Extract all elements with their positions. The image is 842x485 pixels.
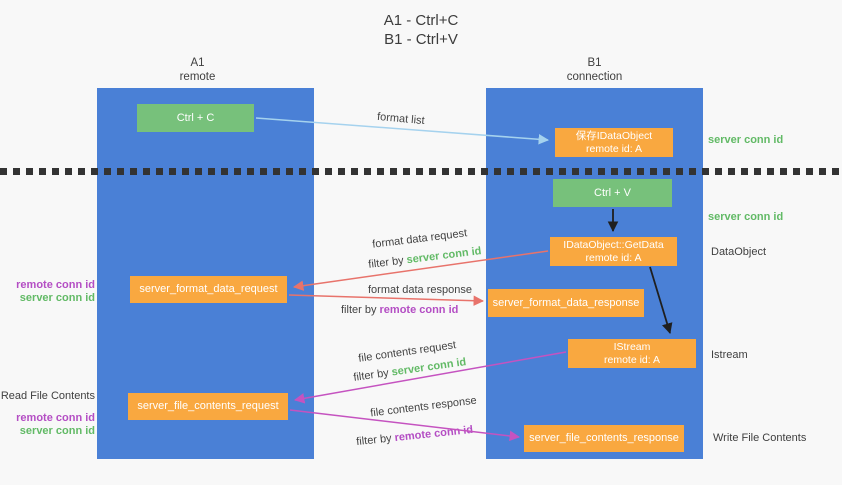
title-line-1: A1 - Ctrl+C (383, 12, 459, 29)
node-format-request-label: server_format_data_request (139, 283, 278, 295)
lane-header-a1: A1 remote (89, 56, 306, 84)
node-server-file-contents-response: server_file_contents_response (524, 425, 684, 452)
dotted-separator-line (0, 168, 842, 175)
label-server-conn-id-left-top: server conn id (19, 292, 95, 304)
diagram-title: A1 - Ctrl+C B1 - Ctrl+V (0, 11, 842, 49)
node-save-idataobject: 保存IDataObject remote id: A (555, 128, 673, 157)
filter-by-prefix: filter by (355, 432, 396, 449)
title-line-2: B1 - Ctrl+V (384, 31, 458, 48)
lane-header-b1: B1 connection (486, 56, 703, 84)
edge-label-file-contents-response: file contents response (369, 394, 478, 420)
keyword-server-conn-id: server conn id (390, 356, 468, 379)
lane-b1-role: connection (566, 71, 623, 83)
node-istream: IStream remote id: A (568, 339, 696, 368)
node-format-response-label: server_format_data_response (492, 296, 640, 309)
label-istream-right: Istream (711, 349, 748, 361)
label-remote-conn-id-left-top: remote conn id (16, 279, 95, 291)
label-remote-conn-id-left-bottom: remote conn id (16, 412, 95, 424)
node-server-format-data-request: server_format_data_request (130, 276, 287, 303)
edge-label-filter-by-remote-conn-id-2: filter by remote conn id (356, 424, 474, 448)
label-server-conn-id-right-top: server conn id (708, 134, 784, 146)
edge-label-filter-by-remote-conn-id-1: filter by remote conn id (341, 304, 458, 316)
node-server-format-data-response: server_format_data_response (488, 289, 644, 317)
lane-b1-name: B1 (587, 57, 602, 69)
node-ctrl-v-label: Ctrl + V (594, 186, 631, 199)
edge-label-format-data-response: format data response (368, 284, 472, 296)
node-getdata-sublabel: remote id: A (585, 251, 642, 264)
node-istream-sublabel: remote id: A (603, 353, 661, 366)
filter-by-prefix: filter by (352, 366, 393, 384)
lane-a1-role: remote (179, 71, 216, 83)
label-write-file-contents: Write File Contents (713, 432, 807, 444)
node-getdata-label: IDataObject::GetData (563, 238, 664, 251)
label-server-conn-id-right-mid: server conn id (708, 211, 784, 223)
node-server-file-contents-request: server_file_contents_request (128, 393, 288, 420)
keyword-server-conn-id: server conn id (405, 245, 483, 267)
lane-a1-name: A1 (190, 57, 205, 69)
label-server-conn-id-left-bottom: server conn id (19, 425, 95, 437)
node-idataobject-getdata: IDataObject::GetData remote id: A (550, 237, 677, 266)
node-save-idataobject-sublabel: remote id: A (585, 142, 643, 155)
label-dataobject: DataObject (711, 246, 767, 258)
node-file-request-label: server_file_contents_request (137, 400, 279, 412)
node-ctrl-v: Ctrl + V (553, 179, 672, 207)
node-istream-label: IStream (613, 340, 651, 353)
filter-by-prefix: filter by (341, 304, 380, 316)
node-ctrl-c: Ctrl + C (137, 104, 254, 132)
label-read-file-contents: Read File Contents (0, 390, 95, 402)
edge-label-format-data-request: format data request (371, 227, 468, 251)
edge-label-format-list: format list (376, 110, 426, 128)
keyword-remote-conn-id: remote conn id (379, 304, 459, 316)
keyword-remote-conn-id: remote conn id (393, 423, 474, 445)
node-ctrl-c-label: Ctrl + C (176, 111, 215, 124)
node-save-idataobject-label: 保存IDataObject (575, 129, 653, 142)
filter-by-prefix: filter by (367, 254, 408, 271)
node-file-response-label: server_file_contents_response (529, 432, 679, 444)
